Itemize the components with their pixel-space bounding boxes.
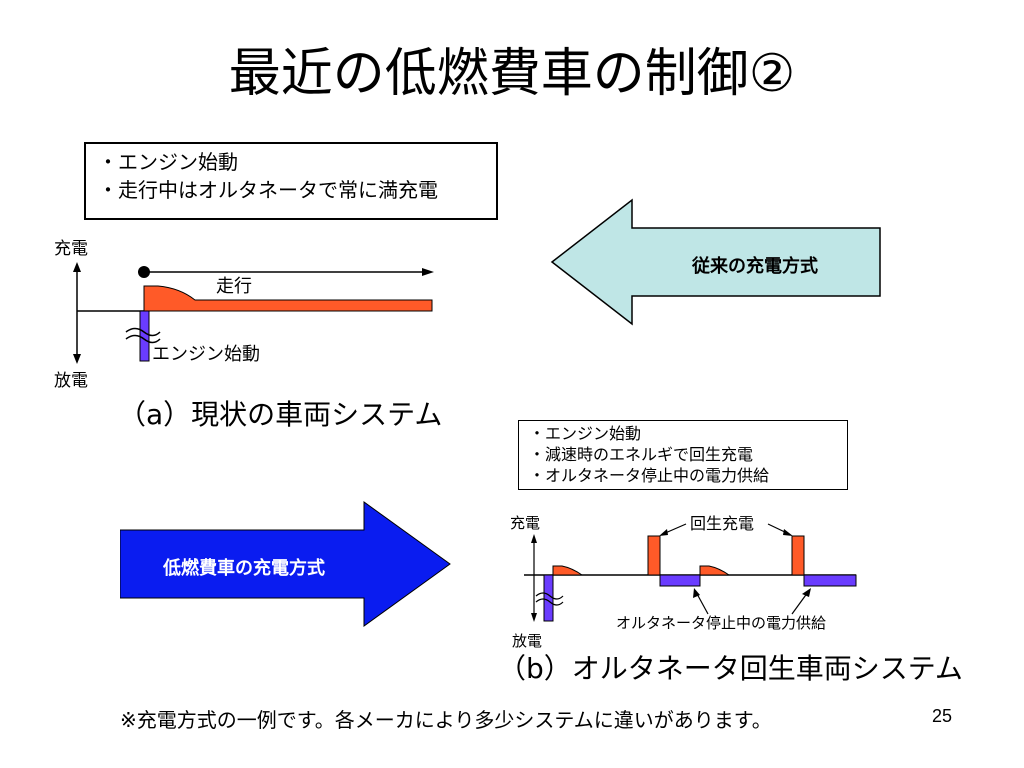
conventional-arrow-label: 従来の充電方式: [692, 256, 818, 276]
note-b-1: ・エンジン始動: [529, 424, 642, 443]
charge-hump-b-2: [699, 565, 731, 576]
axis-discharge-label-a: 放電: [54, 371, 88, 391]
caption-a: （a）現状の車両システム: [118, 398, 443, 431]
regen-leader-1-head: [659, 529, 668, 536]
page-number: 25: [932, 706, 953, 726]
slide-title: 最近の低燃費車の制御②: [228, 44, 796, 104]
notes-box-a: ・エンジン始動 ・走行中はオルタネータで常に満充電: [84, 142, 498, 220]
low-fuel-arrow: [120, 501, 451, 627]
note-b-2: ・減速時のエネルギで回生充電: [529, 445, 754, 464]
regen-leader-2-head: [783, 529, 793, 536]
charge-area-a: [143, 285, 433, 312]
regen-label-b: 回生充電: [690, 514, 754, 533]
supply-label-b: オルタネータ停止中の電力供給: [616, 614, 826, 632]
break-mark-b: [535, 592, 564, 600]
conventional-arrow-shape: [550, 198, 881, 326]
note-b-3: ・オルタネータ停止中の電力供給: [529, 466, 770, 485]
axis-charge-label-b: 充電: [510, 514, 540, 532]
discharge-bar-b: [543, 574, 554, 622]
notes-box-b: ・エンジン始動 ・減速時のエネルギで回生充電 ・オルタネータ停止中の電力供給: [518, 420, 848, 490]
charge-graph-a: 充電 放電 走行 エンジン始動: [54, 239, 434, 391]
low-fuel-arrow-label: 低燃費車の充電方式: [163, 558, 325, 578]
discharge-bar-a: [139, 310, 150, 362]
conventional-arrow: [550, 198, 881, 326]
axis-arrow-down-b: [531, 613, 537, 622]
charge-graph-b: 充電 放電 回生充電 オルタネータ停止中の電力供給: [510, 514, 857, 650]
supply-bar-b-1: [659, 574, 701, 587]
note-a-2: ・走行中はオルタネータで常に満充電: [98, 178, 438, 202]
footer-note: ※充電方式の一例です。各メーカにより多少システムに違いがあります。: [120, 708, 772, 732]
low-fuel-arrow-shape: [120, 501, 451, 627]
note-a-1: ・エンジン始動: [98, 150, 238, 174]
break-mark-a-2: [125, 334, 161, 344]
supply-leader-2-head: [802, 588, 811, 597]
engine-start-label-a: エンジン始動: [152, 344, 260, 365]
charge-hump-b-1: [552, 565, 584, 576]
break-mark-b-2: [535, 598, 564, 606]
axis-charge-label-a: 充電: [54, 239, 88, 259]
run-arrow-head-a: [422, 268, 434, 276]
axis-arrow-up-b: [531, 534, 537, 543]
axis-discharge-label-b: 放電: [512, 632, 542, 650]
axis-arrow-up-a: [73, 262, 81, 272]
supply-bar-b-2: [803, 574, 857, 587]
caption-b: （b）オルタネータ回生車両システム: [498, 652, 963, 685]
supply-leader-1-head: [693, 588, 700, 598]
regen-bar-b-2: [791, 535, 805, 576]
break-mark-a: [125, 327, 161, 337]
supply-leader-2: [791, 591, 809, 615]
regen-bar-b-1: [647, 535, 661, 576]
axis-arrow-down-a: [73, 354, 81, 364]
run-label-a: 走行: [216, 276, 252, 297]
